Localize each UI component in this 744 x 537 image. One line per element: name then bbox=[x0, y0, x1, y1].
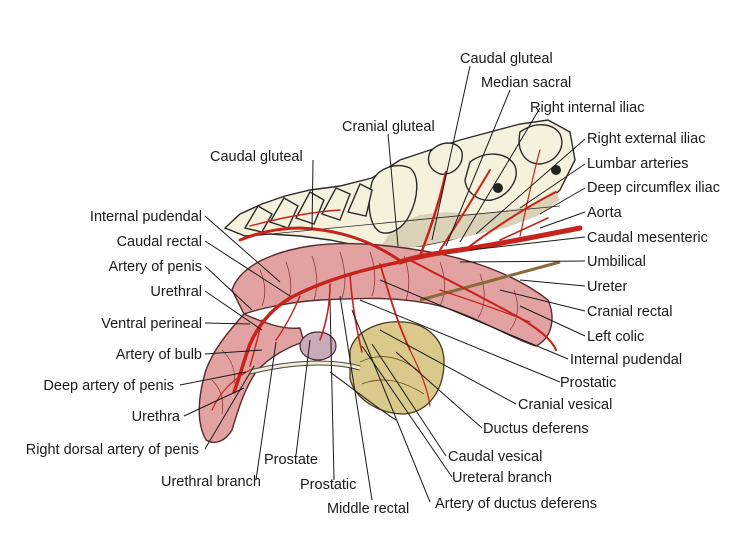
label-cranial-rectal: Cranial rectal bbox=[587, 304, 672, 320]
label-caudal-vesical: Caudal vesical bbox=[448, 449, 542, 465]
label-median-sacral: Median sacral bbox=[481, 75, 571, 91]
label-urethral-branch: Urethral branch bbox=[161, 474, 261, 490]
label-prostate: Prostate bbox=[264, 452, 318, 468]
label-right-external-iliac: Right external iliac bbox=[587, 131, 705, 147]
label-lumbar-arteries: Lumbar arteries bbox=[587, 156, 689, 172]
label-ureteral-branch: Ureteral branch bbox=[452, 470, 552, 486]
label-middle-rectal: Middle rectal bbox=[327, 501, 409, 517]
label-cranial-gluteal: Cranial gluteal bbox=[342, 119, 435, 135]
label-caudal-mesenteric: Caudal mesenteric bbox=[587, 230, 708, 246]
label-urethral: Urethral bbox=[150, 284, 202, 300]
label-caudal-rectal: Caudal rectal bbox=[117, 234, 202, 250]
label-right-internal-iliac: Right internal iliac bbox=[530, 100, 644, 116]
label-caudal-gluteal-left: Caudal gluteal bbox=[210, 149, 303, 165]
ureter-vessel bbox=[419, 260, 561, 302]
prostate-illustration bbox=[249, 321, 445, 421]
label-urethra: Urethra bbox=[132, 409, 181, 425]
label-deep-circumflex-iliac: Deep circumflex iliac bbox=[587, 180, 720, 196]
label-left-colic: Left colic bbox=[587, 329, 644, 345]
label-ureter: Ureter bbox=[587, 279, 627, 295]
label-ventral-perineal: Ventral perineal bbox=[101, 316, 202, 332]
label-artery-of-bulb: Artery of bulb bbox=[116, 347, 202, 363]
rectum-illustration bbox=[198, 242, 553, 444]
label-artery-of-ductus-deferens: Artery of ductus deferens bbox=[435, 496, 597, 512]
label-cranial-vesical: Cranial vesical bbox=[518, 397, 612, 413]
label-umbilical: Umbilical bbox=[587, 254, 646, 270]
arteries-illustration bbox=[211, 149, 583, 411]
label-right-dorsal-artery-of-penis: Right dorsal artery of penis bbox=[26, 442, 199, 458]
label-internal-pudendal-left: Internal pudendal bbox=[90, 209, 202, 225]
label-prostatic-right: Prostatic bbox=[560, 375, 616, 391]
label-internal-pudendal-right: Internal pudendal bbox=[570, 352, 682, 368]
label-deep-artery-of-penis: Deep artery of penis bbox=[43, 378, 174, 394]
label-aorta: Aorta bbox=[587, 205, 623, 221]
label-prostatic-bottom: Prostatic bbox=[300, 477, 356, 493]
label-caudal-gluteal-top: Caudal gluteal bbox=[460, 51, 553, 67]
label-artery-of-penis: Artery of penis bbox=[109, 259, 203, 275]
leader-lines bbox=[179, 65, 586, 503]
labels: Caudal gluteal Median sacral Right inter… bbox=[26, 51, 720, 517]
label-ductus-deferens: Ductus deferens bbox=[483, 421, 589, 437]
